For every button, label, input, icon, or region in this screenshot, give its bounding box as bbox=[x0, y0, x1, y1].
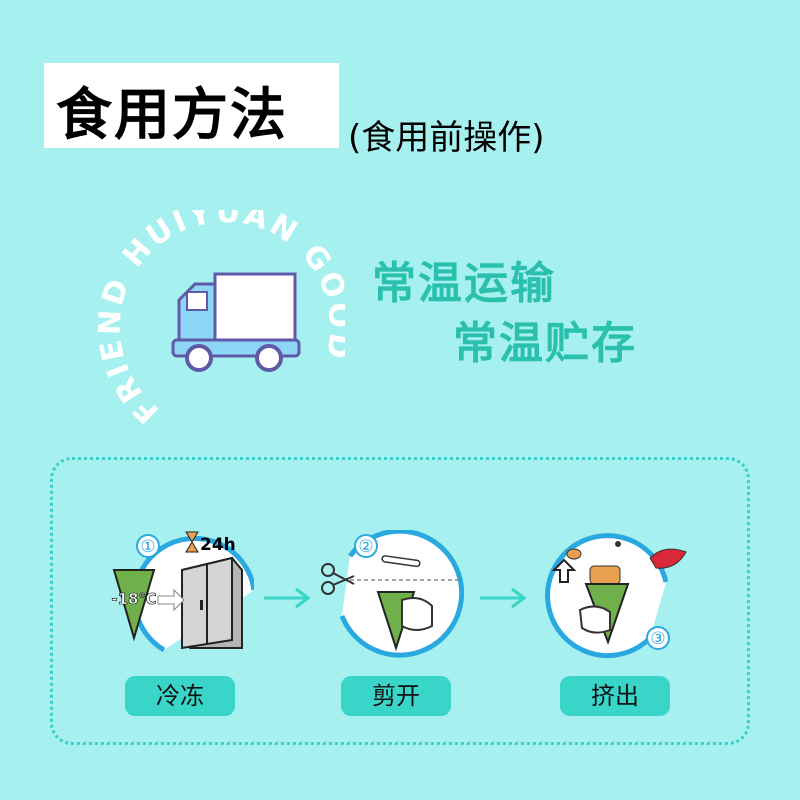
step-2-number: ② bbox=[358, 537, 373, 557]
step-3-illustration: ③ bbox=[540, 530, 690, 660]
steps-panel bbox=[50, 457, 750, 745]
step-3-number: ③ bbox=[650, 629, 665, 649]
step-1-arrow-icon bbox=[157, 588, 185, 612]
cut-tip bbox=[381, 555, 421, 568]
step-arrow-1 bbox=[264, 587, 311, 609]
step-1-number: ① bbox=[140, 537, 155, 557]
truck-icon bbox=[171, 272, 301, 372]
hourglass-icon bbox=[185, 531, 199, 553]
page-subtitle: (食用前操作) bbox=[348, 118, 545, 158]
mouth-icon bbox=[615, 541, 687, 569]
step-arrow-2 bbox=[480, 587, 527, 609]
title-highlight bbox=[44, 63, 339, 148]
step-1-illustration: ① 24h -18℃ bbox=[104, 530, 257, 660]
slogan-storage: 常温贮存 bbox=[453, 318, 637, 369]
brand-badge-graphic: FRIEND HUIYUAN GOOD bbox=[92, 195, 354, 430]
step-2-illustration: ② bbox=[320, 528, 470, 660]
step-2-number-bg bbox=[354, 534, 378, 558]
scissors-icon bbox=[321, 563, 355, 595]
page-title: 食用方法 bbox=[56, 83, 288, 148]
drop-icon bbox=[566, 548, 582, 560]
slogan-transport: 常温运输 bbox=[372, 258, 556, 309]
step-1-number-bg bbox=[136, 534, 160, 558]
step-3-number-bg bbox=[646, 626, 670, 650]
freezer-icon bbox=[181, 556, 243, 650]
step-1-label: 冷冻 bbox=[125, 676, 235, 716]
squeezed-content bbox=[589, 565, 621, 585]
brand-badge: FRIEND HUIYUAN GOOD bbox=[92, 195, 354, 460]
hand-icon bbox=[578, 605, 611, 634]
step-3-label: 挤出 bbox=[560, 676, 670, 716]
freeze-temperature: -18℃ bbox=[111, 590, 156, 608]
freeze-duration: 24h bbox=[200, 535, 236, 555]
up-arrow-icon bbox=[551, 558, 577, 583]
hand-icon bbox=[401, 597, 433, 631]
ice-pop-icon bbox=[112, 569, 156, 642]
step-2-label: 剪开 bbox=[341, 676, 451, 716]
